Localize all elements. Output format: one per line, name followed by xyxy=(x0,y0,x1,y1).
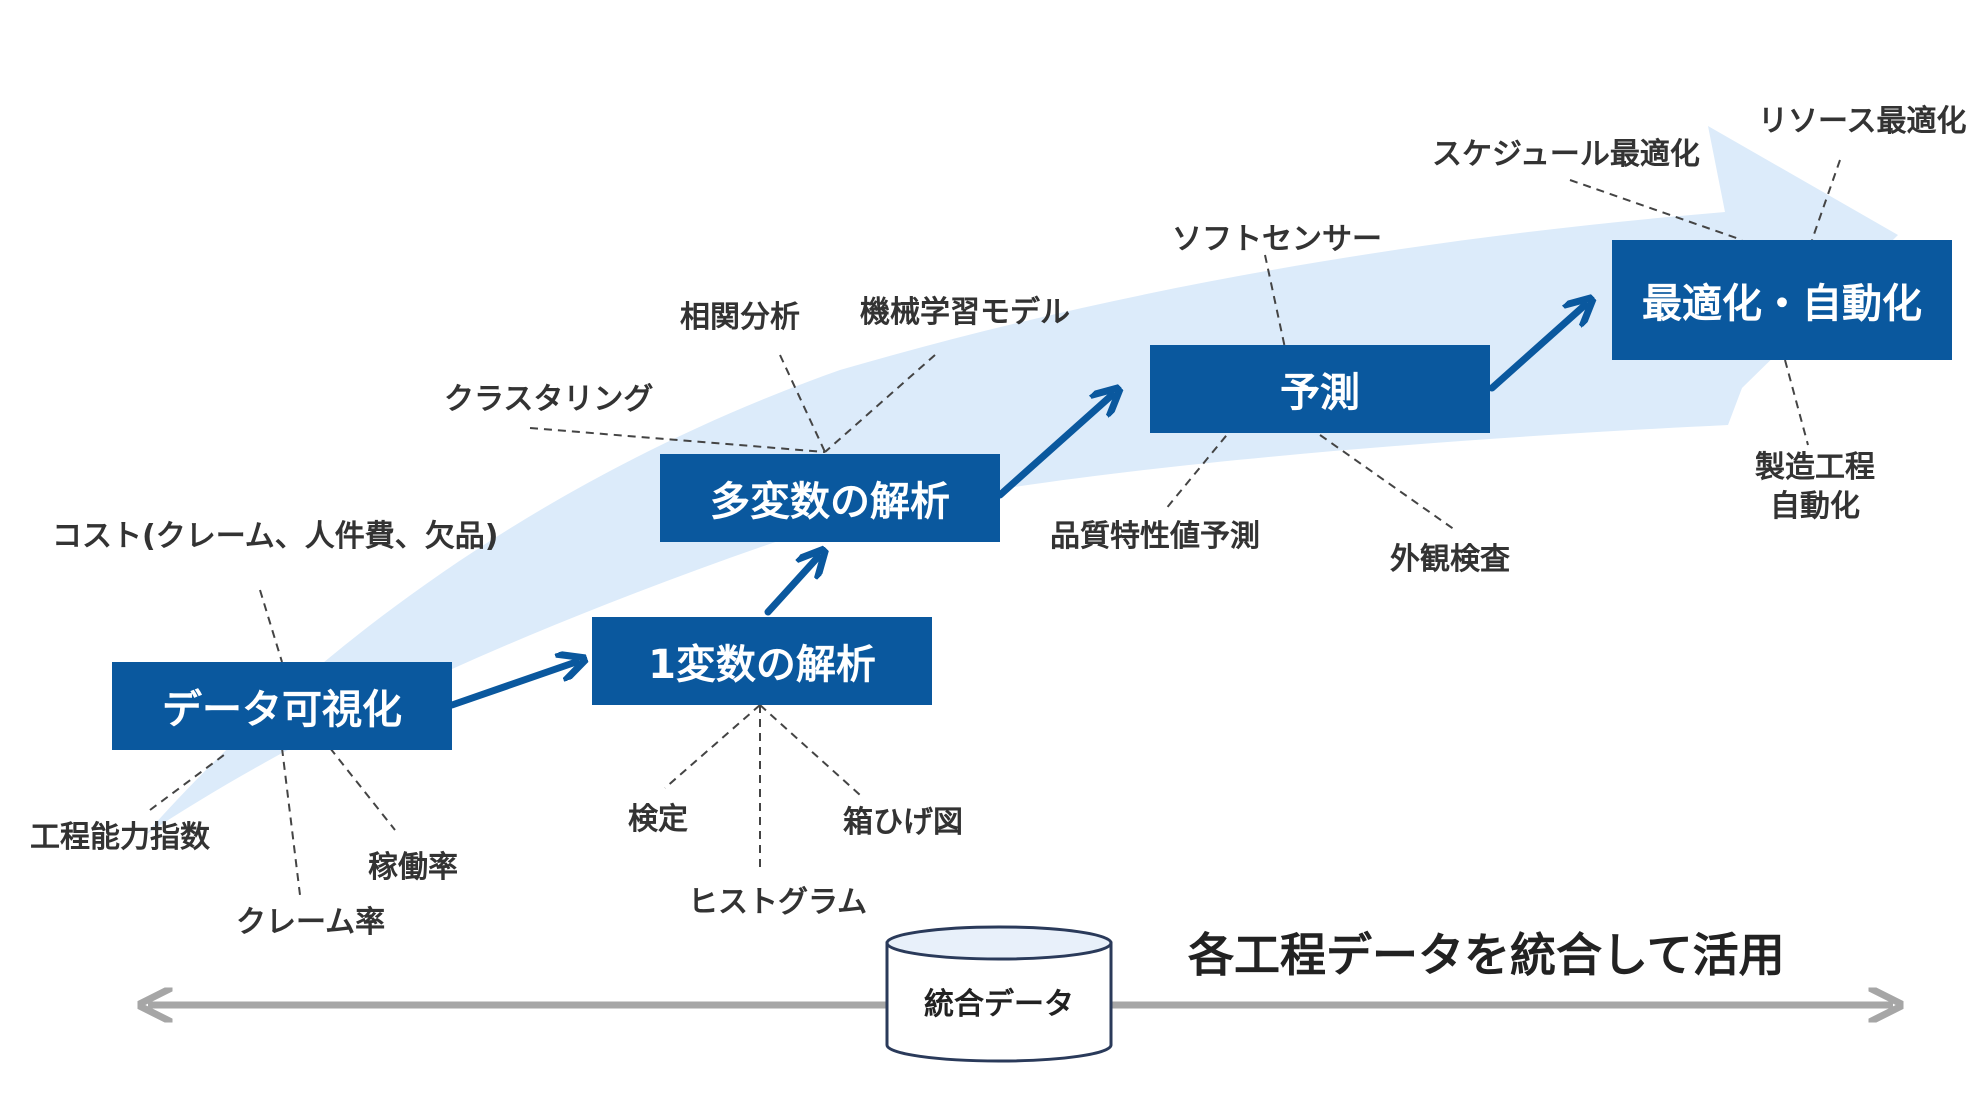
label-operation-rate: 稼働率 xyxy=(368,850,458,885)
label-manufacturing-automation-line1: 製造工程 xyxy=(1755,450,1875,485)
stage-multivariate-analysis-label: 多変数の解析 xyxy=(710,479,950,525)
stage-univariate-analysis: 1変数の解析 xyxy=(592,617,932,705)
database-cylinder-icon xyxy=(885,925,1113,1063)
label-ml-model: 機械学習モデル xyxy=(860,295,1070,330)
stage-data-visualization-label: データ可視化 xyxy=(162,687,402,733)
label-soft-sensor: ソフトセンサー xyxy=(1172,222,1382,257)
label-test: 検定 xyxy=(628,802,688,837)
label-cost: コスト(クレーム、人件費、欠品) xyxy=(52,519,499,554)
label-clustering: クラスタリング xyxy=(444,382,654,417)
arrow-visualization-to-univariate xyxy=(448,662,576,709)
stage-data-visualization: データ可視化 xyxy=(112,662,452,750)
stage-connectors xyxy=(448,305,1585,709)
label-correlation: 相関分析 xyxy=(680,300,800,335)
stage-optimization-automation: 最適化・自動化 xyxy=(1612,240,1952,360)
label-process-capability: 工程能力指数 xyxy=(30,820,210,855)
dashed-leader-lines xyxy=(149,159,1841,896)
integration-headline: 各工程データを統合して活用 xyxy=(1188,928,1785,982)
label-manufacturing-automation-line2: 自動化 xyxy=(1770,489,1860,524)
label-claim-rate: クレーム率 xyxy=(236,905,386,940)
label-boxplot: 箱ひげ図 xyxy=(843,805,963,840)
label-quality-prediction: 品質特性値予測 xyxy=(1050,519,1260,554)
stage-multivariate-analysis: 多変数の解析 xyxy=(660,454,1000,542)
database-label: 統合データ xyxy=(924,987,1074,1022)
label-resource-optimization: リソース最適化 xyxy=(1758,104,1967,139)
stage-optimization-automation-label: 最適化・自動化 xyxy=(1642,281,1922,327)
label-schedule-optimization: スケジュール最適化 xyxy=(1432,137,1700,172)
stage-prediction: 予測 xyxy=(1150,345,1490,433)
stage-prediction-label: 予測 xyxy=(1280,370,1360,416)
progress-flow-band xyxy=(145,126,1898,835)
arrow-univariate-to-multivariate xyxy=(764,557,818,616)
label-histogram: ヒストグラム xyxy=(688,885,868,920)
label-visual-inspection: 外観検査 xyxy=(1390,542,1510,577)
arrow-multivariate-to-prediction xyxy=(996,395,1112,499)
arrow-prediction-to-optimization xyxy=(1488,305,1585,392)
label-manufacturing-automation: 製造工程 自動化 xyxy=(1740,448,1890,526)
stage-univariate-analysis-label: 1変数の解析 xyxy=(648,642,876,688)
